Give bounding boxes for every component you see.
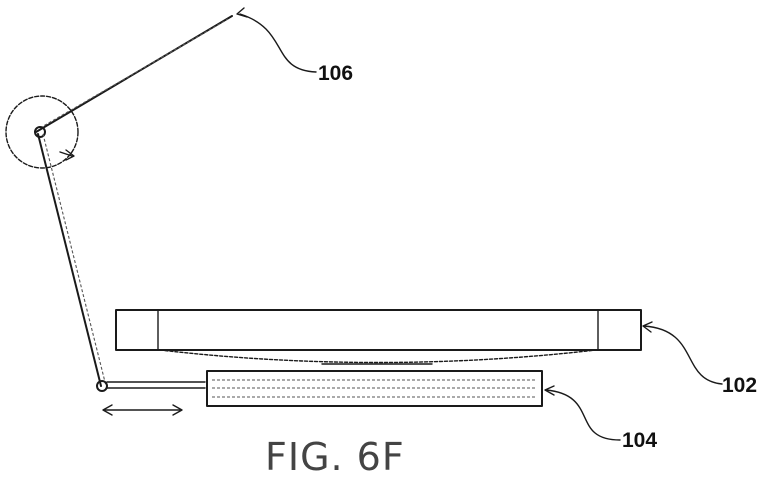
ref-label-106: 106 [318, 62, 353, 85]
slider-pivot [96, 380, 206, 392]
double-arrow [102, 404, 183, 416]
leader-106: 106 [236, 7, 353, 85]
lower-plate [206, 370, 543, 407]
pivot-joint [5, 95, 79, 169]
lower-arm [37, 133, 107, 387]
leader-104: 104 [544, 385, 657, 452]
upper-arm [35, 15, 233, 133]
ref-label-104: 104 [622, 429, 657, 452]
ref-label-102: 102 [722, 374, 757, 397]
upper-plate [115, 309, 642, 365]
figure-caption: FIG. 6F [265, 435, 405, 479]
leader-102: 102 [642, 321, 757, 397]
